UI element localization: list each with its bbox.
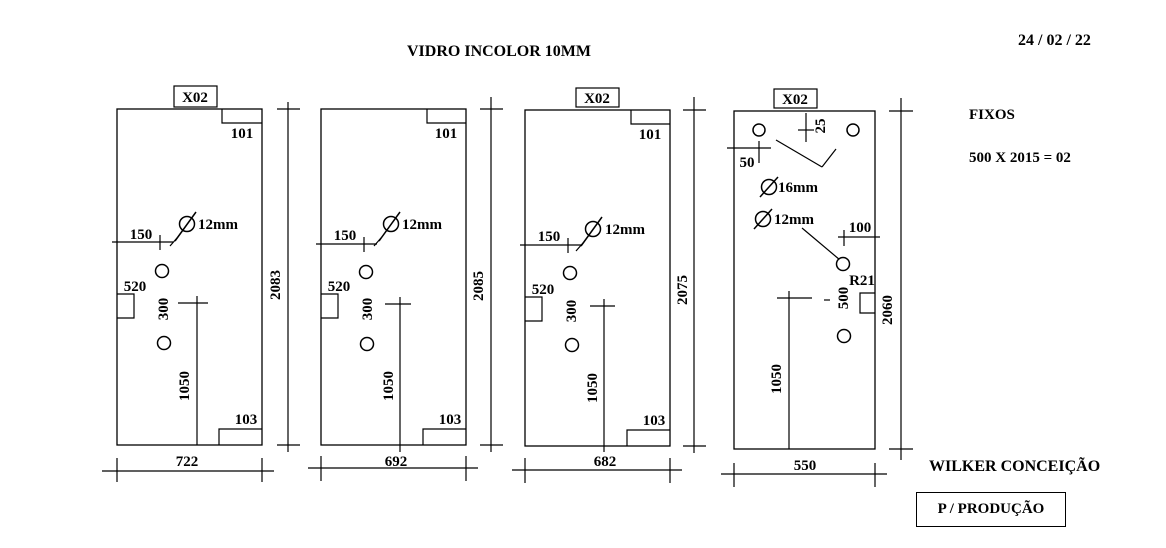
panel-outline — [116, 108, 263, 446]
fixos-spec: 500 X 2015 = 02 — [969, 150, 1071, 166]
width-label: 682 — [594, 454, 617, 470]
hole-lower — [359, 336, 375, 352]
hole-large-label: 16mm — [778, 180, 818, 196]
side-notch — [321, 293, 339, 319]
side-notch — [859, 292, 875, 314]
offset-label: 100 — [849, 220, 872, 236]
height-label: 2075 — [675, 275, 691, 305]
side-notch-label: 520 — [532, 282, 555, 298]
glass-panel-3: X02 101 103 520 12mm 150 300 1050 2075 6… — [512, 87, 706, 483]
top-notch-label: 101 — [435, 126, 458, 142]
diameter-symbol-large — [760, 178, 778, 196]
width-label: 550 — [794, 458, 817, 474]
radius-label: R21 — [849, 273, 875, 289]
hole-diameter-label: 12mm — [605, 222, 645, 238]
offset-label: 150 — [130, 227, 153, 243]
side-notch-label: 520 — [328, 279, 351, 295]
offset-label: 150 — [334, 228, 357, 244]
glass-panel-4: X02 25 50 16mm 12mm 100 R21 500 — [721, 88, 913, 487]
panel-outline — [320, 108, 467, 446]
glass-panel-1: X02 101 103 520 12mm 150 300 1050 2083 — [102, 85, 300, 482]
hole-lower — [156, 335, 172, 351]
fixos-label: FIXOS — [969, 107, 1015, 123]
width-label: 722 — [176, 454, 199, 470]
top-offset-label: 25 — [813, 119, 829, 134]
hole-spacing-label: 300 — [156, 298, 172, 321]
tag-box — [575, 87, 620, 108]
diameter-symbol — [382, 215, 400, 233]
panel-tag: X02 — [782, 92, 808, 108]
diameter-leader — [174, 211, 197, 242]
bottom-notch-label: 103 — [439, 412, 462, 428]
tag-box — [173, 85, 218, 108]
hole-lower — [836, 328, 852, 344]
diameter-symbol — [584, 220, 602, 238]
top-notch-label: 101 — [231, 126, 254, 142]
status-label: P / PRODUÇÃO — [937, 501, 1045, 517]
hole-spacing-label: 300 — [564, 300, 580, 323]
client-name: WILKER CONCEIÇÃO — [929, 458, 1101, 475]
handle-height-label: 1050 — [177, 371, 193, 401]
hole-top-right — [846, 123, 860, 137]
hole-leader — [801, 227, 841, 261]
top-notch — [630, 110, 670, 125]
top-notch — [221, 109, 262, 124]
hole-upper — [835, 256, 851, 272]
side-offset-label: 50 — [740, 155, 755, 171]
handle-height-label: 1050 — [585, 373, 601, 403]
width-label: 692 — [385, 454, 408, 470]
hole-diameter-label: 12mm — [402, 217, 442, 233]
hole-top-left — [752, 123, 766, 137]
diameter-leader — [378, 211, 401, 242]
height-label: 2060 — [880, 295, 896, 325]
diameter-leader — [580, 216, 603, 247]
bottom-notch — [218, 428, 262, 445]
side-notch — [525, 296, 543, 322]
hole-upper — [154, 263, 170, 279]
diameter-symbol — [178, 215, 196, 233]
top-notch-label: 101 — [639, 127, 662, 143]
hole-upper — [358, 264, 374, 280]
bottom-notch-label: 103 — [235, 412, 258, 428]
bottom-notch — [422, 428, 466, 445]
status-box: P / PRODUÇÃO — [916, 492, 1066, 527]
bottom-notch-label: 103 — [643, 413, 666, 429]
hole-spacing-label: 500 — [836, 287, 852, 310]
drawing-date: 24 / 02 / 22 — [1018, 32, 1091, 49]
hole-small-label: 12mm — [774, 212, 814, 228]
side-notch-label: 520 — [124, 279, 147, 295]
handle-height-label: 1050 — [381, 371, 397, 401]
diameter-symbol-small — [754, 210, 772, 228]
hole-spacing-label: 300 — [360, 298, 376, 321]
height-label: 2085 — [471, 271, 487, 301]
handle-height-label: 1050 — [769, 364, 785, 394]
glass-panel-2: 101 103 520 12mm 150 300 1050 2085 692 — [308, 97, 503, 481]
panel-tag: X02 — [182, 90, 208, 106]
bottom-notch — [626, 429, 670, 446]
hole-lower — [564, 337, 580, 353]
offset-label: 150 — [538, 229, 561, 245]
panel-outline — [524, 109, 671, 447]
hole-diameter-label: 12mm — [198, 217, 238, 233]
side-notch — [117, 293, 135, 319]
hole-upper — [562, 265, 578, 281]
tag-box — [773, 88, 818, 109]
height-label: 2083 — [268, 270, 284, 300]
drawing-title: VIDRO INCOLOR 10MM — [407, 43, 591, 60]
panel-tag: X02 — [584, 91, 610, 107]
top-notch — [426, 109, 466, 124]
panel-outline — [733, 110, 876, 450]
